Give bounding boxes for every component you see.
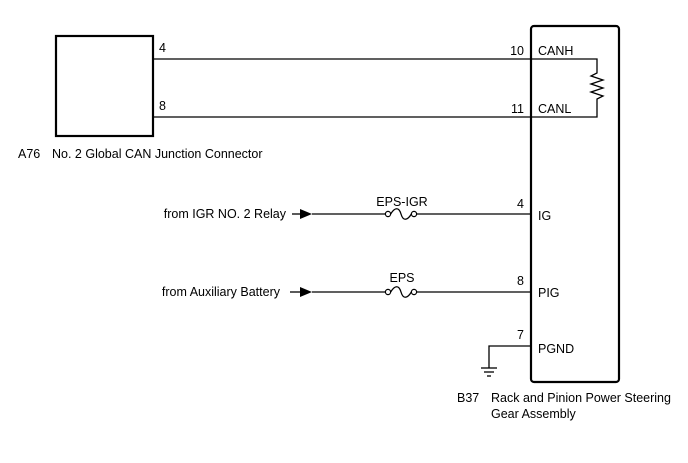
pig-fuse-terminal-right [410, 288, 418, 296]
ig-source-label: from IGR NO. 2 Relay [164, 207, 287, 221]
ecu-b37-box [529, 24, 621, 384]
pig-fuse-icon [390, 286, 412, 298]
ig-fuse-icon [390, 208, 412, 220]
pgnd-wire [488, 345, 531, 368]
ground-icon [481, 367, 497, 377]
connector-a76-box [54, 34, 155, 138]
pig-source-label: from Auxiliary Battery [162, 285, 281, 299]
ecu-pin-label-canh: CANH [538, 44, 573, 58]
ecu-pin-number-canh: 10 [510, 44, 524, 58]
pig-fuse-label: EPS [389, 271, 414, 285]
ig-fuse-terminal-right [410, 210, 418, 218]
connector-a76-pin-canh: 4 [159, 41, 166, 55]
ecu-pin-label-pig: PIG [538, 286, 560, 300]
ecu-pin-label-pgnd: PGND [538, 342, 574, 356]
ig-fuse-label: EPS-IGR [376, 195, 427, 209]
pig-fuse-terminal-left [384, 288, 392, 296]
ecu-b37-name-line2: Gear Assembly [491, 407, 577, 421]
ecu-pin-number-pig: 8 [517, 274, 524, 288]
ecu-pin-number-pgnd: 7 [517, 328, 524, 342]
ecu-pin-label-canl: CANL [538, 102, 571, 116]
ecu-b37-name-line1: Rack and Pinion Power Steering [491, 391, 671, 405]
ig-fuse-terminal-left [384, 210, 392, 218]
ecu-pin-label-ig: IG [538, 209, 551, 223]
termination-resistor [531, 58, 606, 118]
connector-a76-pin-canl: 8 [159, 99, 166, 113]
pig-arrow-icon [300, 287, 312, 297]
ecu-pin-number-canl: 11 [511, 102, 524, 116]
connector-a76-code: A76 [18, 147, 40, 161]
ecu-b37-code: B37 [457, 391, 479, 405]
ig-arrow-icon [300, 209, 312, 219]
ecu-pin-number-ig: 4 [517, 197, 524, 211]
connector-a76-name: No. 2 Global CAN Junction Connector [52, 147, 263, 161]
